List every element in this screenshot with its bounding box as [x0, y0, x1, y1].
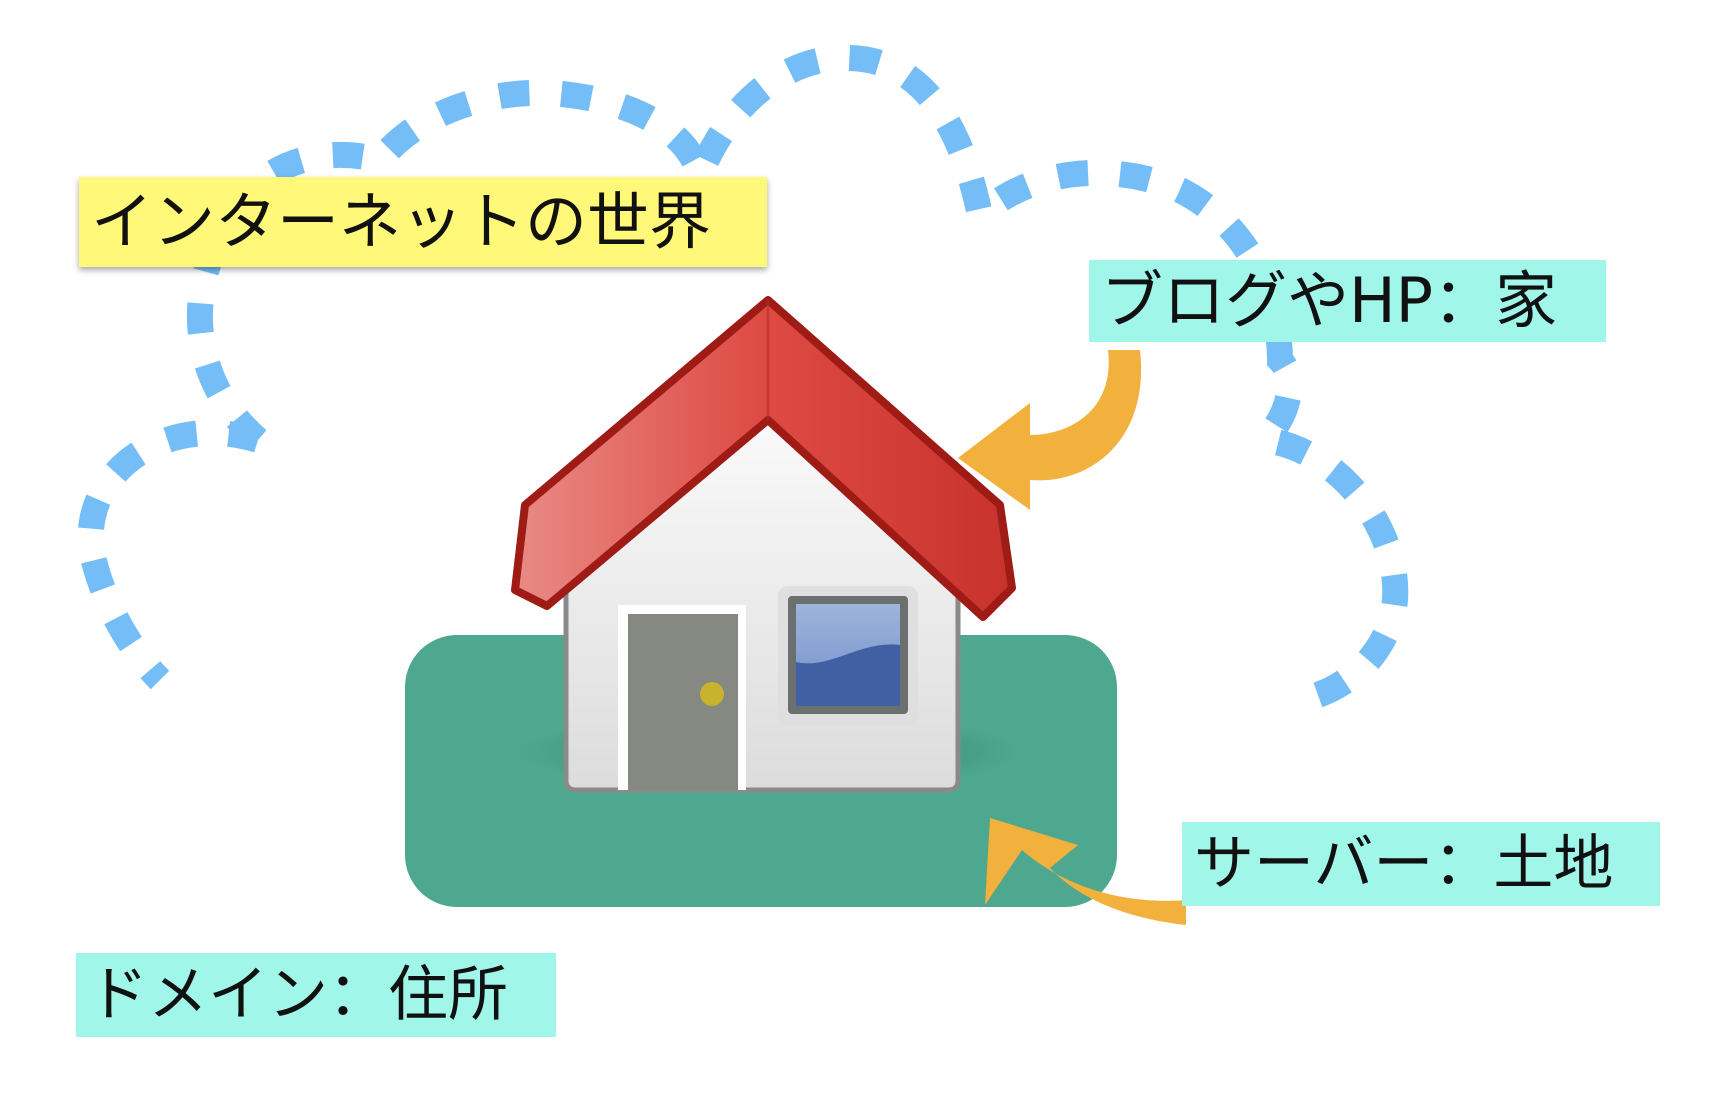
doorknob — [700, 682, 724, 706]
label-server-land: サーバー：土地 — [1182, 822, 1660, 906]
label-domain-address: ドメイン：住所 — [76, 953, 556, 1037]
label-blog-house: ブログやHP：家 — [1089, 260, 1606, 342]
label-internet-world: インターネットの世界 — [79, 177, 767, 267]
house-icon — [511, 296, 1016, 793]
house-window-glass — [796, 644, 900, 706]
arrow-to-land-icon — [985, 818, 1186, 925]
cloud-outline — [77, 44, 1409, 713]
arrow-to-house-icon — [958, 350, 1142, 510]
house-door-panel — [628, 614, 738, 790]
